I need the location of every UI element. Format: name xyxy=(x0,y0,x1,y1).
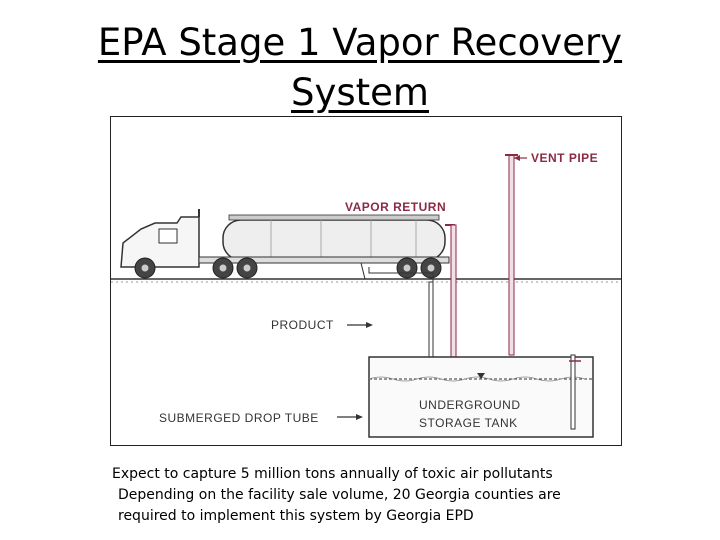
label-underground: UNDERGROUND xyxy=(419,398,521,412)
ground-surface xyxy=(111,278,621,283)
title-line-1: EPA Stage 1 Vapor Recovery xyxy=(97,21,623,64)
caption-line-3: required to implement this system by Geo… xyxy=(118,508,474,524)
label-vent-pipe: VENT PIPE xyxy=(531,151,598,165)
vent-pipe xyxy=(505,154,518,356)
vapor-recovery-diagram: VENT PIPE VAPOR RETURN PRODUCT SUBMERGED… xyxy=(110,116,622,446)
label-submerged-drop-tube: SUBMERGED DROP TUBE xyxy=(159,411,319,425)
callout-arrows xyxy=(337,155,527,420)
slide-title: EPA Stage 1 Vapor Recovery System xyxy=(0,18,720,118)
truck-wheels xyxy=(134,257,442,279)
label-vapor-return: VAPOR RETURN xyxy=(345,200,446,214)
label-storage-tank: STORAGE TANK xyxy=(419,416,518,430)
truck-tank xyxy=(222,219,446,261)
tanker-truck xyxy=(120,209,450,280)
caption-line-1: Expect to capture 5 million tons annuall… xyxy=(112,466,553,482)
title-line-2: System xyxy=(291,71,429,114)
label-product: PRODUCT xyxy=(271,318,334,332)
caption-line-2: Depending on the facility sale volume, 2… xyxy=(118,487,561,503)
slide-caption: Expect to capture 5 million tons annuall… xyxy=(112,464,712,527)
underground-storage-tank xyxy=(368,354,594,438)
